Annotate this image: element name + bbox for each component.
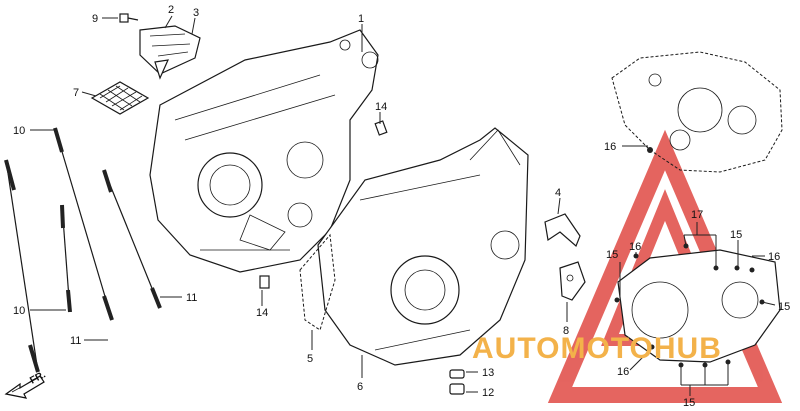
stud-bolts [4,127,162,373]
callout-10-bottom: 10 [13,305,25,317]
watermark-text: AUTOMOTOHUB [472,332,722,365]
bracket-4 [544,213,581,248]
callout-1: 1 [358,13,364,25]
fr-label: FR. [28,369,48,386]
drain-bolt-12-13 [449,369,465,395]
callout-10-top: 10 [13,125,25,137]
callout-14-top: 14 [375,101,387,113]
bolt-9 [119,13,139,23]
callout-15-c: 15 [778,301,790,313]
guide-2-3 [139,25,201,80]
crankcase-gasket [611,51,783,173]
callout-15-a: 15 [730,229,742,241]
callout-15-d: 15 [683,397,695,409]
callout-6: 6 [357,381,363,393]
callout-17: 17 [691,209,703,221]
callout-13: 13 [482,367,494,379]
bracket-8 [559,261,586,301]
callout-8: 8 [563,325,569,337]
callout-4: 4 [555,187,561,199]
front-direction-arrow: FR. [4,369,48,399]
callout-11-right: 11 [186,292,197,304]
callout-16-c: 16 [768,251,780,263]
side-cover [614,243,781,368]
callout-labels: 1 2 3 4 5 6 7 8 9 10 10 11 11 12 13 14 1… [13,4,790,409]
callout-15-b: 15 [606,249,618,261]
callout-5: 5 [307,353,313,365]
leader-lines [30,15,776,396]
callout-7: 7 [73,87,79,99]
dowel-pins [259,120,388,289]
callout-16-d: 16 [617,366,629,378]
callout-9: 9 [92,13,98,25]
oil-strainer-7 [90,81,150,115]
callout-2: 2 [168,4,174,16]
callout-12: 12 [482,387,494,399]
callout-11-left: 11 [70,335,81,347]
callout-16-b: 16 [629,241,641,253]
callout-14-bottom: 14 [256,307,268,319]
left-crankcase [149,29,379,273]
callout-3: 3 [193,7,199,19]
right-crankcase [299,127,529,366]
callout-16-a: 16 [604,141,616,153]
